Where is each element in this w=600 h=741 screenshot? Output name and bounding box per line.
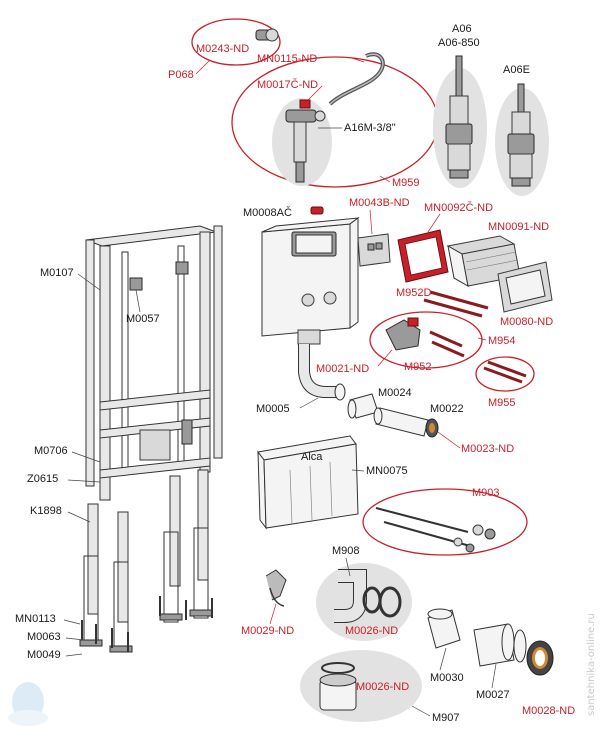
label-mn0115: MN0115-ND: [257, 53, 317, 65]
part-m0008: [310, 206, 324, 215]
label-m0049: M0049: [27, 649, 61, 661]
label-m0023: M0023-ND: [461, 443, 514, 455]
part-m903: [375, 507, 496, 553]
label-a06: A06: [452, 23, 472, 35]
flush-valve-a06e: [507, 83, 535, 187]
label-m952d: M952D: [396, 287, 432, 299]
part-m0027: [473, 623, 527, 667]
label-m0022: M0022: [430, 403, 464, 415]
watermark-text: santehnika-online.ru: [586, 613, 597, 716]
part-m907: [319, 662, 357, 711]
fill-valve: [285, 99, 326, 183]
label-m0063: M0063: [27, 631, 61, 643]
oval-m903: [362, 488, 528, 556]
label-m0024: M0024: [378, 387, 412, 399]
label-m959: M959: [392, 177, 420, 189]
label-a06-850: A06-850: [438, 37, 480, 49]
part-m0080: [497, 261, 553, 313]
label-m955: M955: [488, 397, 516, 409]
label-m0243: M0243-ND: [196, 43, 249, 55]
label-k1898: K1898: [30, 505, 62, 517]
label-m0005: M0005: [256, 403, 290, 415]
label-m908: M908: [332, 545, 360, 557]
part-m0043: [357, 233, 391, 267]
label-m0026b: M0026-ND: [356, 681, 409, 693]
label-p068: P068: [168, 69, 194, 81]
part-m0024: [347, 393, 379, 419]
label-m903: M903: [472, 487, 500, 499]
part-m955: [483, 360, 527, 384]
label-z0615: Z0615: [27, 473, 58, 485]
label-m0026a: M0026-ND: [345, 625, 398, 637]
part-m0028: [526, 640, 554, 676]
label-m0008: M0008AČ: [243, 206, 292, 219]
label-m0021: M0021-ND: [316, 363, 369, 375]
part-mn0092: [397, 229, 449, 283]
label-m0030: M0030: [430, 672, 464, 684]
part-m0030: [427, 608, 461, 649]
watermark-logo: [8, 682, 48, 726]
label-brand: Alca: [301, 451, 323, 463]
label-m0706: M0706: [34, 445, 68, 457]
label-mn0091: MN0091-ND: [488, 221, 549, 233]
oval-m955: [475, 356, 535, 392]
screws: [81, 596, 213, 652]
part-m0029: [265, 569, 287, 607]
part-m0023: [425, 418, 439, 438]
label-a16m: A16M-3/8": [344, 122, 396, 134]
part-m952: [385, 317, 465, 358]
cistern-tank: [261, 217, 360, 345]
part-m0243: [255, 28, 279, 42]
label-m0080: M0080-ND: [500, 316, 553, 328]
label-mn0075: MN0075: [366, 465, 408, 477]
part-m952d: [423, 290, 489, 318]
label-m0027: M0027: [476, 689, 510, 701]
part-m0022: [373, 407, 429, 437]
part-m0005-elbow: [298, 344, 346, 401]
label-m0057: M0057: [126, 313, 160, 325]
label-m952: M952: [404, 361, 432, 373]
part-m908: [334, 569, 402, 623]
label-m0043: M0043B-ND: [349, 197, 410, 209]
flush-valve-a06: [445, 55, 473, 179]
oval-m954: [369, 311, 483, 369]
label-m0107: M0107: [40, 267, 74, 279]
label-mn0092: MN0092Č-ND: [424, 201, 493, 214]
label-a06e: A06E: [503, 64, 530, 76]
frame-legs: [79, 469, 213, 653]
installation-frame: [85, 225, 223, 501]
oval-m0243: [191, 18, 281, 66]
label-m954: M954: [488, 335, 516, 347]
label-m907: M907: [432, 712, 460, 724]
oval-m959: [231, 56, 439, 188]
label-m0028: M0028-ND: [522, 705, 575, 717]
label-mn0113: MN0113: [15, 613, 56, 625]
label-m0017: M0017Č-ND: [257, 78, 318, 91]
label-m0029: M0029-ND: [241, 625, 294, 637]
part-mn0075: [257, 435, 359, 530]
